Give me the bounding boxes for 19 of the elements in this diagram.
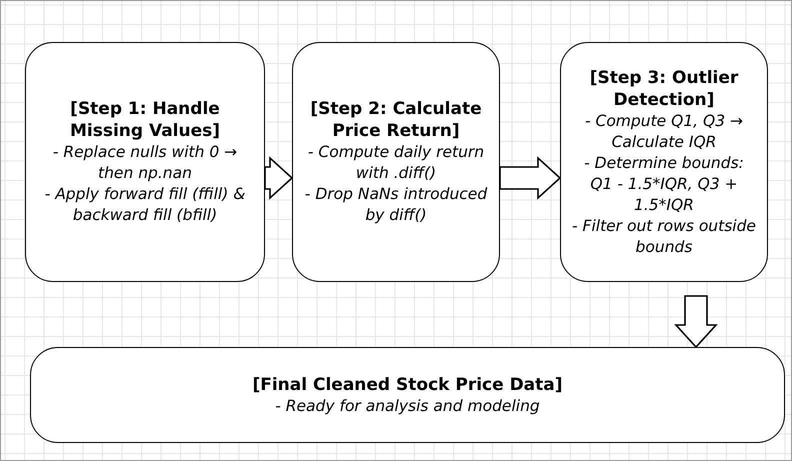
step-heading: [Step 1: Handle Missing Values] bbox=[68, 98, 222, 142]
block-arrow bbox=[264, 156, 294, 200]
step-description: - Filter out rows outside bounds bbox=[571, 216, 757, 258]
block-arrow bbox=[674, 295, 718, 348]
step-heading: [Step 2: Calculate Price Return] bbox=[309, 98, 483, 142]
step-description: - Replace nulls with 0 → then np.nan bbox=[52, 142, 238, 184]
step-description: - Compute daily return with .diff() bbox=[306, 142, 486, 184]
step-heading: [Final Cleaned Stock Price Data] bbox=[252, 374, 563, 396]
step-description: - Ready for analysis and modeling bbox=[275, 396, 540, 416]
step-description: - Compute Q1, Q3 → Calculate IQR bbox=[584, 110, 744, 152]
step-description: - Drop NaNs introduced by diff() bbox=[304, 184, 488, 226]
process-box bbox=[30, 347, 785, 443]
process-box bbox=[292, 42, 500, 282]
step-heading: [Step 3: Outlier Detection] bbox=[588, 66, 740, 110]
block-arrow bbox=[499, 156, 562, 200]
process-box bbox=[25, 42, 265, 282]
step-description: - Apply forward fill (ffill) & backward fill (bfill) bbox=[44, 184, 246, 226]
process-box bbox=[560, 42, 768, 282]
step-description: - Determine bounds: Q1 - 1.5*IQR, Q3 + 1.5*IQR bbox=[583, 152, 745, 216]
